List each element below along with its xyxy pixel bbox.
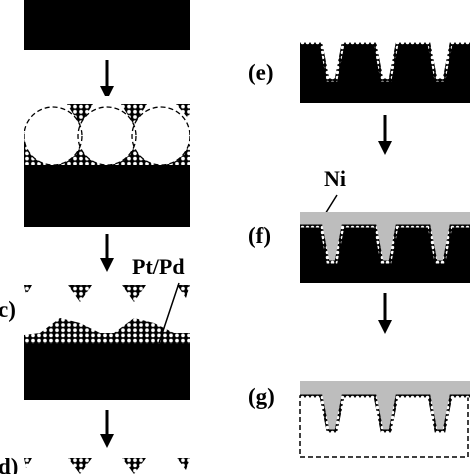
- step-e-etched-substrate: [300, 42, 470, 103]
- arrow-e-to-f: [378, 115, 392, 155]
- substrate-step-b: [24, 165, 190, 227]
- sphere-left: [24, 107, 82, 165]
- step-f-ni-electroplating: [300, 212, 470, 283]
- nickel-fill: [321, 226, 451, 262]
- label-ni: Ni: [324, 166, 346, 191]
- nickel-layer: [300, 212, 470, 226]
- arrow-c-to-d: [100, 410, 114, 448]
- arrow-b-to-c: [100, 234, 114, 272]
- sphere-right: [132, 107, 190, 165]
- substrate-step-f: [300, 226, 470, 283]
- step-d-partial: [24, 458, 190, 474]
- step-g-released-ni-replica: [299, 381, 470, 458]
- ni-replica-base: [300, 381, 470, 396]
- step-b-sphere-template: [0, 96, 210, 227]
- step-label-d: d): [0, 454, 18, 474]
- sphere-middle: [78, 107, 136, 165]
- top-cluster-1: [68, 285, 92, 302]
- substrate-step-c: [24, 344, 190, 400]
- leader-line-pt-pd: [158, 282, 180, 344]
- arrow-a-to-b: [100, 60, 114, 100]
- top-cluster-2: [122, 285, 146, 302]
- step-label-c: c): [0, 297, 16, 322]
- step-label-f: (f): [248, 223, 271, 248]
- top-deposit-2: [121, 104, 147, 125]
- step-label-g: (g): [248, 384, 275, 409]
- step-label-e: (e): [248, 60, 274, 85]
- arrow-f-to-g: [378, 293, 392, 334]
- top-deposit-3: [176, 104, 194, 118]
- top-deposit-1: [67, 104, 93, 125]
- top-cluster-3: [177, 285, 190, 298]
- substrate-step-a: [24, 0, 190, 50]
- top-cluster-4: [24, 285, 32, 295]
- label-pt-pd: Pt/Pd: [132, 254, 185, 279]
- surface-deposit: [24, 318, 190, 346]
- step-c-after-sphere-removal: [24, 285, 190, 400]
- ni-replica-pillars: [321, 396, 451, 431]
